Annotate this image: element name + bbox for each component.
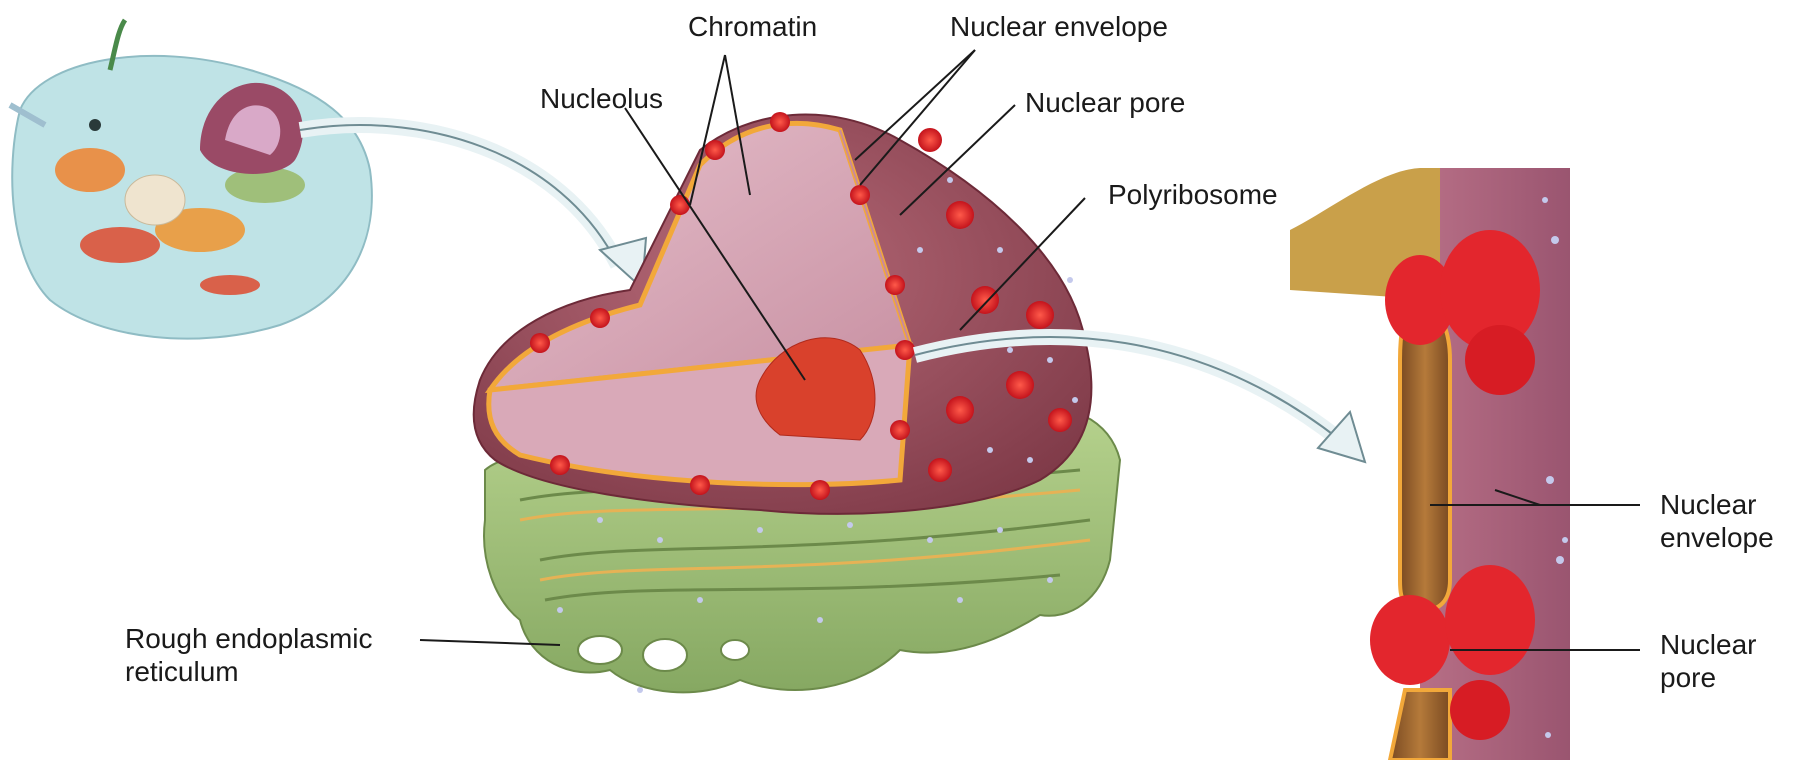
label-nuclear-pore-right: Nuclear pore bbox=[1660, 628, 1756, 694]
label-nuclear-pore-right-line2: pore bbox=[1660, 661, 1756, 694]
leader-nuclear-envelope-1 bbox=[855, 50, 975, 160]
cell-overview-illustration bbox=[10, 20, 372, 339]
label-rough-er-line1: Rough endoplasmic bbox=[125, 622, 373, 655]
nuclear-envelope-detail bbox=[1290, 168, 1570, 760]
label-nucleolus: Nucleolus bbox=[540, 82, 663, 115]
label-nuclear-envelope-right: Nuclear envelope bbox=[1660, 488, 1774, 554]
label-chromatin: Chromatin bbox=[688, 10, 817, 43]
label-nuclear-envelope-top: Nuclear envelope bbox=[950, 10, 1168, 43]
label-nuclear-envelope-right-line1: Nuclear bbox=[1660, 488, 1774, 521]
label-polyribosome: Polyribosome bbox=[1108, 178, 1278, 211]
label-nuclear-pore-right-line1: Nuclear bbox=[1660, 628, 1756, 661]
label-rough-er-line2: reticulum bbox=[125, 655, 373, 688]
label-nuclear-envelope-right-line2: envelope bbox=[1660, 521, 1774, 554]
label-rough-er: Rough endoplasmic reticulum bbox=[125, 622, 373, 688]
label-nuclear-pore-top: Nuclear pore bbox=[1025, 86, 1185, 119]
